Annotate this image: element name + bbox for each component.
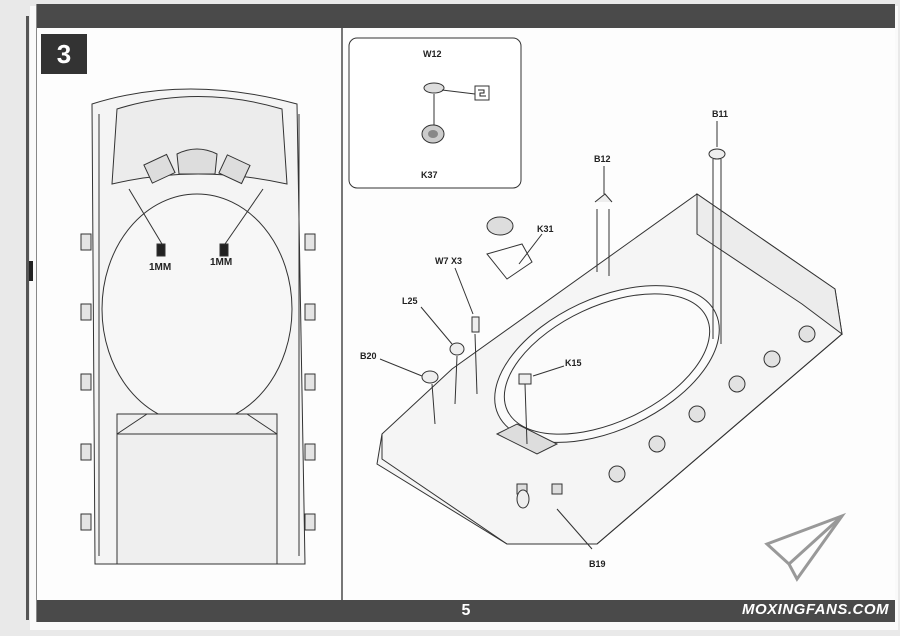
part-label-b20: B20 [360, 351, 377, 361]
part-label-l25: L25 [402, 296, 418, 306]
stacked-page-edge [26, 16, 29, 620]
panel-divider [341, 28, 343, 600]
hull-top-view [80, 88, 316, 565]
assembly-illustration: 1MM 1MM W12 K37 [80, 37, 847, 582]
callout-1mm-right: 1MM [210, 257, 232, 268]
part-label-w12: W12 [423, 49, 442, 59]
part-label-k15: K15 [565, 358, 582, 368]
binding-tab [29, 261, 33, 281]
hull-iso-view [376, 121, 843, 550]
watermark-text: MOXINGFANS.COM [741, 601, 889, 618]
step-number: 3 [41, 34, 87, 74]
part-label-b12: B12 [594, 154, 611, 164]
page-number: 5 [461, 602, 471, 619]
part-label-b19: B19 [589, 559, 606, 569]
part-label-k37: K37 [421, 170, 438, 180]
paper-plane-logo [764, 512, 847, 582]
header-bar [37, 4, 895, 28]
inset-box [348, 37, 522, 189]
manual-page: 3 1MM 1MM [36, 4, 895, 622]
part-label-b11: B11 [712, 109, 728, 119]
part-label-w7: W7 X3 [435, 256, 462, 266]
callout-1mm-left: 1MM [149, 262, 171, 273]
footer-bar: 5 MOXINGFANS.COM [37, 600, 895, 622]
part-label-k31: K31 [537, 224, 554, 234]
